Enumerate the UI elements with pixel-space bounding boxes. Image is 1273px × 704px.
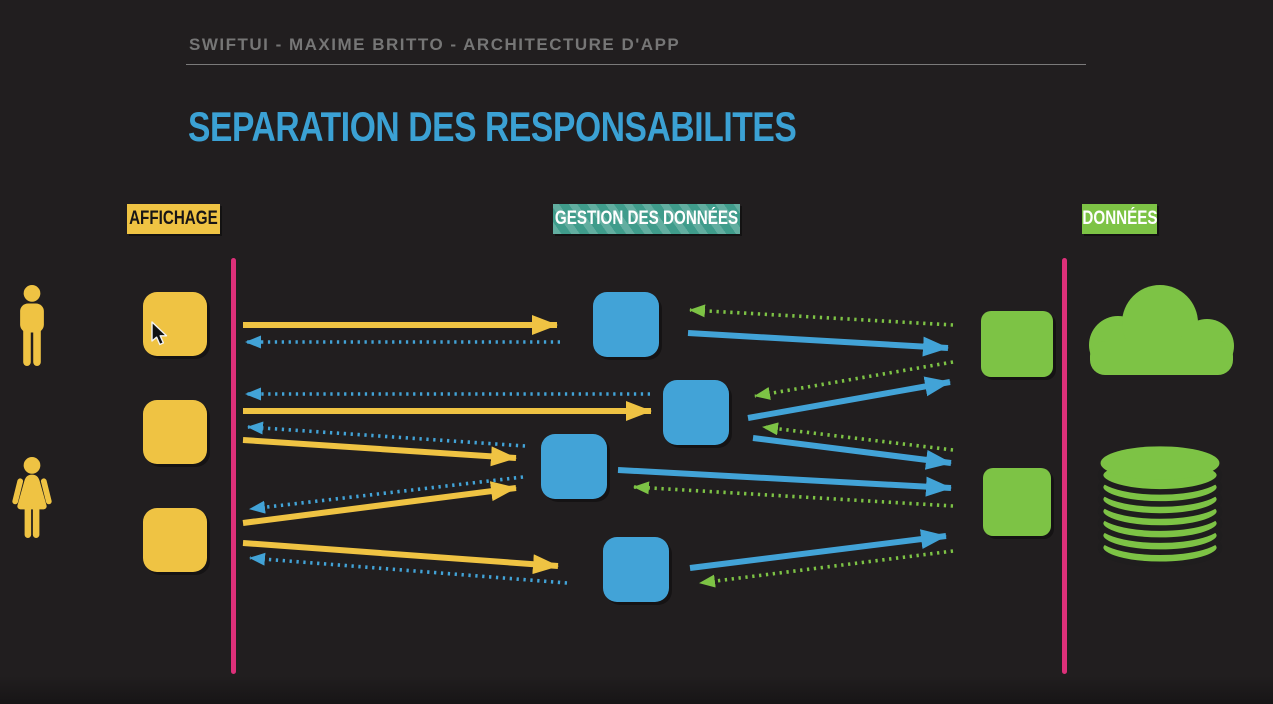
- affichage-gestion-divider: [231, 258, 236, 674]
- manager-box-4: [603, 537, 669, 602]
- arrow-store2-to-manager4-response: [699, 549, 954, 588]
- manager-box-2: [663, 380, 729, 445]
- arrow-view2-to-manager3-request: [242, 437, 517, 467]
- view-box-3: [143, 508, 207, 572]
- column-label-donnees: DONNÉES: [1082, 204, 1157, 234]
- arrow-view3-to-manager3-request: [242, 481, 517, 526]
- store-box-1: [981, 311, 1053, 377]
- arrow-store1-to-manager2-response: [754, 360, 954, 400]
- arrow-manager2-to-store1-request: [747, 376, 951, 421]
- view-box-2: [143, 400, 207, 464]
- arrow-manager3-to-view3-update: [249, 475, 524, 514]
- gestion-donnees-divider: [1062, 258, 1067, 674]
- arrow-manager1-to-store1-request: [687, 330, 949, 357]
- header-rule: [186, 64, 1086, 65]
- arrow-manager4-to-store2-request: [689, 529, 947, 571]
- arrow-store2-to-manager2-response: [762, 422, 954, 452]
- female-user-icon: [12, 457, 52, 538]
- course-header: SWIFTUI - MAXIME BRITTO - ARCHITECTURE D…: [189, 35, 681, 54]
- column-label-gestion: GESTION DES DONNÉES: [553, 204, 740, 234]
- male-user-icon: [20, 285, 44, 366]
- arrow-manager3-to-view2-update: [247, 421, 526, 448]
- arrow-manager4-to-view3-update: [249, 552, 568, 585]
- arrow-store2-to-manager3-response: [633, 481, 954, 508]
- arrow-store1-to-manager1-response: [689, 304, 954, 327]
- arrow-manager2-to-store2-request: [752, 435, 952, 470]
- manager-box-3: [541, 434, 607, 499]
- manager-box-1: [593, 292, 659, 357]
- column-label-affichage: AFFICHAGE: [127, 204, 220, 234]
- cloud-icon: [1089, 285, 1234, 375]
- database-icon: [1097, 446, 1223, 568]
- arrow-manager3-to-store2-request: [617, 467, 952, 497]
- store-box-2: [983, 468, 1051, 536]
- mouse-cursor: [151, 321, 168, 346]
- page-title: SEPARATION DES RESPONSABILITES: [188, 103, 797, 150]
- arrow-view3-to-manager4-request: [242, 540, 559, 575]
